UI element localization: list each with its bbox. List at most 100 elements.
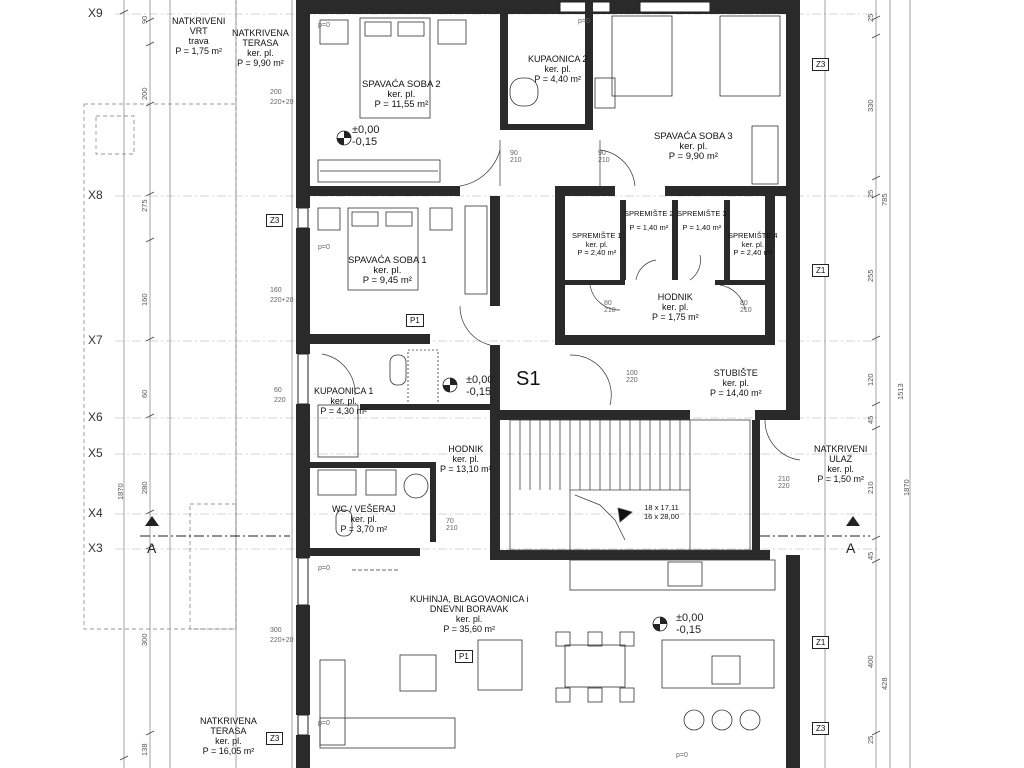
right-chain-dim: 45 bbox=[866, 415, 875, 424]
left-chain-dim: 90 bbox=[140, 15, 149, 24]
room-area: P = 16,05 m² bbox=[202, 746, 255, 756]
axis-label-x7: X7 bbox=[88, 333, 103, 347]
room-line-1: NATKRIVENA bbox=[232, 28, 289, 38]
room-label-sprem2: SPREMIŠTE 2 P = 1,40 m² bbox=[624, 209, 674, 232]
left-dimension-lines bbox=[123, 0, 293, 768]
door-height: 220 bbox=[626, 377, 638, 384]
stair bbox=[509, 419, 751, 551]
room-name: KUPAONICA 2 bbox=[528, 54, 588, 64]
room-line-2: DNEVNI BORAVAK bbox=[429, 604, 509, 614]
room-area: P = 1,40 m² bbox=[682, 222, 722, 232]
door-height: 210 bbox=[740, 307, 752, 314]
room-name: HODNIK bbox=[657, 292, 693, 302]
room-name: SPREMIŠTE 1 bbox=[572, 231, 622, 240]
dim-value: 220+20 bbox=[270, 637, 294, 644]
room-area: P = 1,50 m² bbox=[817, 474, 864, 484]
elevation-living: ±0,00-0,15 bbox=[676, 612, 703, 636]
door-width: 100 bbox=[626, 370, 638, 377]
room-name: SPAVAĆA SOBA 3 bbox=[654, 131, 733, 142]
dim-value: 300 bbox=[270, 627, 282, 634]
room-name: KUPAONICA 1 bbox=[314, 386, 374, 396]
right-dim-ticks bbox=[871, 15, 881, 736]
stair-dim-line-1: 18 x 17,11 bbox=[644, 503, 679, 512]
room-floor: ker. pl. bbox=[452, 454, 480, 464]
door-width: 80 bbox=[740, 300, 748, 307]
left-chain-dim: 300 bbox=[140, 633, 149, 646]
room-name: STUBIŠTE bbox=[713, 368, 758, 378]
room-floor: ker. pl. bbox=[387, 89, 416, 100]
door-swings bbox=[321, 140, 801, 461]
room-area: P = 2,40 m² bbox=[733, 248, 773, 257]
room-area: P = 4,30 m² bbox=[320, 406, 367, 416]
right-chain-dim: 25 bbox=[866, 189, 875, 198]
tag-z3-bottom: Z3 bbox=[812, 722, 830, 735]
room-floor: ker. pl. bbox=[662, 302, 689, 312]
right-chain-dim: 45 bbox=[866, 551, 875, 560]
axis-label-x3: X3 bbox=[88, 541, 103, 555]
right-chain-dim: 330 bbox=[866, 99, 875, 112]
right-chain-dim: 120 bbox=[866, 373, 875, 386]
room-name: SPAVAĆA SOBA 1 bbox=[348, 255, 427, 266]
room-floor: ker. pl. bbox=[455, 614, 483, 624]
room-label-hodnik: HODNIK ker. pl. P = 13,10 m² bbox=[440, 444, 492, 474]
inner-walls bbox=[310, 0, 800, 560]
left-dim-mid: 160 220+20 bbox=[270, 286, 294, 306]
room-area: P = 14,40 m² bbox=[710, 388, 762, 398]
room-floor: ker. pl. bbox=[585, 239, 608, 249]
room-floor: ker. pl. bbox=[722, 378, 750, 388]
room-label-sprem1: SPREMIŠTE 1 ker. pl. P = 2,40 m² bbox=[572, 231, 622, 258]
room-line-2: ULAZ bbox=[829, 454, 853, 464]
room-area: P = 11,55 m² bbox=[374, 99, 429, 110]
room-line-2: TERASA bbox=[242, 38, 279, 48]
left-chain-total: 1870 bbox=[116, 483, 125, 500]
section-arrows bbox=[145, 516, 860, 526]
room-label-stubiste: STUBIŠTE ker. pl. P = 14,40 m² bbox=[710, 368, 762, 398]
left-dim-bottom: 300 220+20 bbox=[270, 626, 294, 646]
p0-note-1: p=0 bbox=[318, 22, 330, 29]
left-dim-low: 60 220 bbox=[274, 386, 286, 406]
room-floor: ker. pl. bbox=[350, 514, 378, 524]
right-chain-dim: 25 bbox=[866, 13, 875, 22]
right-chain-dim: 428 bbox=[880, 677, 889, 690]
stair-dimensions: 18 x 17,11 16 x 28,00 bbox=[644, 503, 679, 521]
elevation-top: ±0,00 bbox=[352, 124, 380, 136]
p0-note-5: p=0 bbox=[318, 720, 330, 727]
room-floor: ker. pl. bbox=[741, 239, 764, 249]
room-name: SPREMIŠTE 2 bbox=[624, 209, 674, 218]
room-label-ulaz: NATKRIVENI ULAZ ker. pl. P = 1,50 m² bbox=[814, 444, 867, 484]
room-line-3: ker. pl. bbox=[247, 48, 274, 58]
right-chain-total: 1870 bbox=[902, 479, 911, 496]
door-width: 70 bbox=[446, 518, 454, 525]
dim-value: 60 bbox=[274, 387, 282, 394]
room-line-3: ker. pl. bbox=[215, 736, 242, 746]
left-chain-dim: 200 bbox=[140, 87, 149, 100]
axis-label-x4: X4 bbox=[88, 506, 103, 520]
left-chain-dim: 138 bbox=[140, 743, 149, 756]
room-area: P = 3,70 m² bbox=[340, 524, 388, 534]
door-width: 80 bbox=[604, 300, 612, 307]
door-height: 210 bbox=[510, 157, 522, 164]
furniture bbox=[317, 15, 781, 749]
elevation-bottom: -0,15 bbox=[676, 624, 702, 636]
room-line-1: NATKRIVENA bbox=[200, 716, 257, 726]
axis-label-x9: X9 bbox=[88, 6, 103, 20]
room-area: P = 2,40 m² bbox=[577, 248, 617, 257]
room-area: P = 9,45 m² bbox=[362, 275, 412, 286]
room-label-sprem4: SPREMIŠTE 4 ker. pl. P = 2,40 m² bbox=[728, 231, 778, 258]
dim-value: 220+20 bbox=[270, 297, 294, 304]
left-chain-dim: 275 bbox=[140, 199, 149, 212]
dim-value: 160 bbox=[270, 287, 282, 294]
room-area: P = 4,40 m² bbox=[534, 74, 581, 84]
room-name: SPREMIŠTE 4 bbox=[728, 231, 778, 240]
room-line-1: NATKRIVENI bbox=[172, 16, 226, 26]
room-label-kup1: KUPAONICA 1 ker. pl. P = 4,30 m² bbox=[314, 386, 373, 416]
room-label-soba1: SPAVAĆA SOBA 1 ker. pl. P = 9,45 m² bbox=[348, 256, 427, 286]
right-chain-dim: 1513 bbox=[896, 383, 905, 400]
section-label-right: A bbox=[846, 540, 856, 556]
room-label-hodnik-small: HODNIK ker. pl. P = 1,75 m² bbox=[652, 292, 699, 322]
